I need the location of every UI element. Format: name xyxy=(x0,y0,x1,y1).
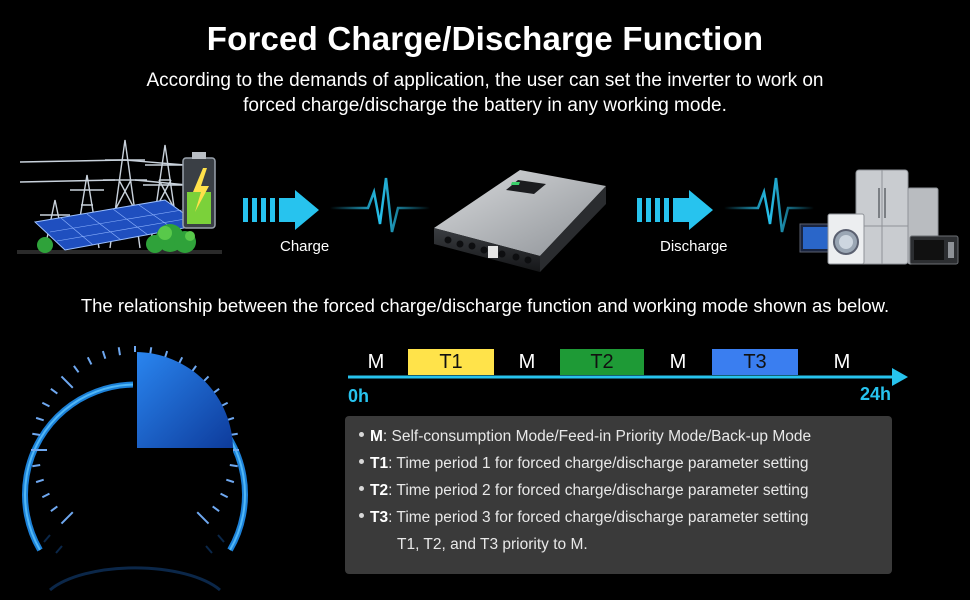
timeline-segment-t2: T2 xyxy=(560,349,644,375)
gauge-tick xyxy=(86,356,93,365)
arrow-right-icon xyxy=(637,190,713,230)
bullet-icon xyxy=(359,459,364,465)
inverter-icon xyxy=(434,170,606,272)
timeline-start-label: 0h xyxy=(348,386,370,406)
battery-icon xyxy=(182,152,216,229)
gauge-tick xyxy=(117,347,121,356)
clock-gauge-icon xyxy=(22,346,248,592)
timeline-end-label: 24h xyxy=(860,384,892,404)
gauge-tick xyxy=(41,492,50,499)
legend-text: : Time period 2 for forced charge/discha… xyxy=(388,482,809,499)
pulse-icon xyxy=(724,177,814,233)
relationship-text: The relationship between the forced char… xyxy=(80,295,890,316)
gauge-tick xyxy=(196,511,210,525)
timeline-segment-t1: T1 xyxy=(408,349,494,375)
subtitle-line-1: According to the demands of application,… xyxy=(146,70,824,91)
discharge-label: Discharge xyxy=(660,238,728,255)
timeline-segment-m: M xyxy=(833,351,851,373)
legend-key: M xyxy=(370,428,383,445)
gauge-tick xyxy=(35,416,45,422)
timeline-segment-m: M xyxy=(669,351,687,373)
arrow-right-icon xyxy=(892,368,908,386)
charge-label: Charge xyxy=(280,238,330,255)
bullet-icon xyxy=(359,432,364,438)
page-title: Forced Charge/Discharge Function xyxy=(206,20,764,57)
power-plant-icon xyxy=(17,139,222,254)
gauge-tick xyxy=(60,375,74,389)
gauge-tick xyxy=(73,365,80,373)
bullet-icon xyxy=(359,486,364,492)
legend-text: : Self-consumption Mode/Feed-in Priority… xyxy=(382,428,812,445)
legend-key: T1 xyxy=(370,455,389,472)
gauge-tick xyxy=(32,464,41,468)
gauge-tick xyxy=(225,478,235,484)
pulse-icon xyxy=(330,177,430,233)
bullet-icon xyxy=(359,513,364,519)
legend-text: : Time period 3 for forced charge/discha… xyxy=(388,509,809,526)
gauge-tick xyxy=(32,432,41,436)
timeline-axis xyxy=(348,368,908,386)
gauge-tick xyxy=(41,401,50,408)
legend-item-t1: T1: Time period 1 for forced charge/disc… xyxy=(359,455,809,473)
legend-item-m: M: Self-consumption Mode/Feed-in Priorit… xyxy=(359,428,811,446)
gauge-tick xyxy=(212,505,220,512)
gauge-tick xyxy=(50,388,58,395)
timeline-segment-m: M xyxy=(518,351,536,373)
legend-item-t2: T2: Time period 2 for forced charge/disc… xyxy=(359,482,809,500)
legend-key: T3 xyxy=(370,509,389,526)
gauge-tick xyxy=(229,464,238,468)
legend-item-t3: T3: Time period 3 for forced charge/disc… xyxy=(359,509,809,527)
subtitle-line-2: forced charge/discharge the battery in a… xyxy=(243,95,727,116)
gauge-tick xyxy=(60,511,74,525)
legend-box: M: Self-consumption Mode/Feed-in Priorit… xyxy=(345,416,892,574)
gauge-tick xyxy=(35,478,45,484)
appliances-icon xyxy=(799,169,959,265)
timeline-segment-t3: T3 xyxy=(712,349,798,375)
gauge-tick xyxy=(220,492,229,499)
arrow-right-icon xyxy=(243,190,319,230)
legend-text: : Time period 1 for forced charge/discha… xyxy=(388,455,809,472)
legend-note: T1, T2, and T3 priority to M. xyxy=(397,536,588,553)
gauge-tick xyxy=(101,350,107,360)
timeline-segment-m: M xyxy=(367,351,385,373)
legend-key: T2 xyxy=(370,482,389,499)
gauge-tick xyxy=(50,505,58,512)
